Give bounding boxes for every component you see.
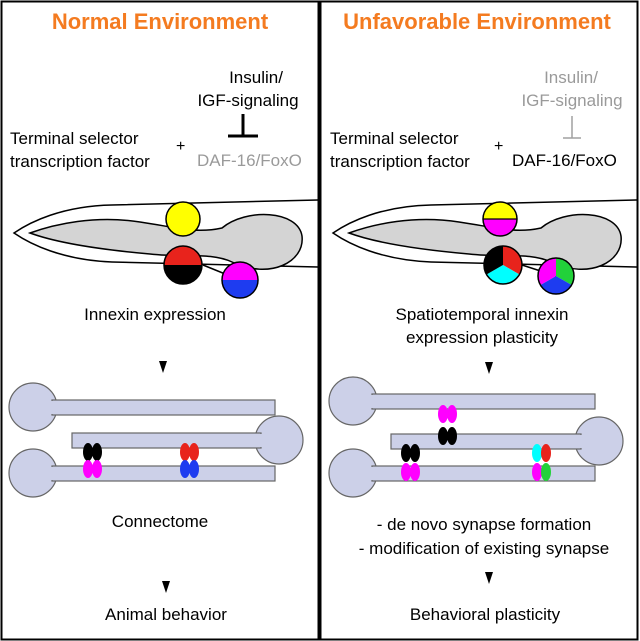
right-arrowhead-1 (485, 362, 493, 374)
left-inhibition-arrow (228, 114, 258, 138)
right-arrowhead-2 (485, 572, 493, 584)
right-panel-title: Unfavorable Environment (343, 9, 611, 34)
left-neuron-schematic (8, 382, 304, 498)
left-daf16-label: DAF-16/FoxO (197, 151, 302, 170)
right-worm-body (331, 199, 638, 268)
right-expression-label: Spatiotemporal innexin (396, 305, 569, 324)
left-neuron-magenta-blue (221, 261, 259, 299)
right-neuron-yellow-magenta (482, 201, 518, 237)
right-neuron-red-black-cyan (483, 245, 523, 285)
left-neurons (163, 201, 259, 299)
left-neuron-yellow (165, 201, 201, 237)
left-signaling-label-2: IGF-signaling (197, 91, 298, 110)
right-behavior-label: Behavioral plasticity (410, 605, 561, 624)
right-selector-label-2: transcription factor (330, 152, 470, 171)
right-neuron-top (328, 376, 596, 426)
right-gap-junction-black-magenta (401, 444, 420, 481)
left-plus-sign: + (176, 138, 185, 155)
left-neuron-red-black (163, 245, 203, 285)
right-neuron-middle (390, 416, 624, 466)
right-signaling-label-2: IGF-signaling (521, 91, 622, 110)
left-expression-label: Innexin expression (84, 305, 226, 324)
left-neuron-bottom (8, 448, 276, 498)
right-plus-sign: + (494, 138, 503, 155)
right-panel-frame (319, 0, 639, 641)
left-worm-pharynx (27, 213, 303, 271)
right-gap-junction-magenta-black (438, 405, 457, 445)
left-behavior-label: Animal behavior (105, 605, 227, 624)
right-neuron-schematic (328, 376, 624, 498)
left-gap-junction-black-magenta (83, 443, 102, 478)
right-neuron-green-blue-magenta (537, 257, 575, 295)
left-panel-frame (0, 0, 320, 641)
left-arrowhead-2 (162, 581, 170, 593)
right-gap-junction-cyan-red-magenta-green (532, 444, 551, 481)
right-neuron-bottom (328, 448, 596, 498)
right-daf16-label: DAF-16/FoxO (512, 151, 617, 170)
right-neurons (482, 201, 575, 295)
right-inhibition-arrow (563, 116, 581, 139)
right-selector-label: Terminal selector (330, 129, 459, 148)
left-signaling-label: Insulin/ (229, 68, 283, 87)
right-expression-label-2: expression plasticity (406, 328, 559, 347)
left-connectome-label: Connectome (112, 512, 208, 531)
left-panel-title: Normal Environment (52, 9, 269, 34)
left-gap-junction-red-blue (180, 443, 199, 478)
right-synapse-label: - de novo synapse formation (377, 515, 592, 534)
left-arrowhead-1 (159, 361, 167, 373)
right-worm-pharynx (346, 213, 622, 271)
left-selector-label-2: transcription factor (10, 152, 150, 171)
right-synapse-label-2: - modification of existing synapse (359, 539, 609, 558)
left-worm-body (12, 199, 319, 268)
left-neuron-middle (71, 415, 304, 465)
left-neuron-top (8, 382, 276, 432)
right-signaling-label: Insulin/ (544, 68, 598, 87)
left-selector-label: Terminal selector (10, 129, 139, 148)
